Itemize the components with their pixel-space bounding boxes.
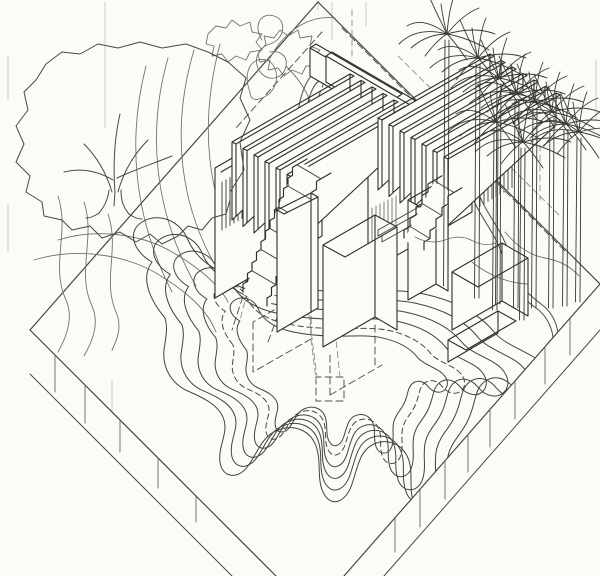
slope-wavy-line [57,195,70,353]
plate-edge-bottomright [343,283,600,576]
palm-tree [530,91,600,303]
terrace-arc [135,65,173,293]
shrub-scribble [205,19,263,63]
palm-tree [474,101,572,321]
hidden-contour-dashed [231,59,333,331]
low-block [447,310,517,363]
hidden-tower-dashed [329,324,383,396]
tree-branches [63,113,173,194]
plate-thickness-line [29,373,233,576]
plate-edge-ticks [394,318,571,553]
terrace-arc [180,49,225,281]
sketch-loop [255,14,287,79]
plate-thickness-line [383,329,600,576]
sketch-loop [246,58,277,100]
plate-edge-topleft [29,1,319,331]
plate-mask [0,330,276,576]
palm-tree [503,71,600,309]
guide-line [317,0,367,41]
ground-curve [57,233,229,303]
palm-tree [398,0,496,287]
stair-zigzag [403,175,443,239]
stair-zigzag [242,158,308,293]
plate-edge-bottomleft [29,329,277,576]
tower-slab [322,214,398,348]
slope-wavy-line [83,201,96,357]
palm-tree [450,37,548,305]
cube-block [451,242,529,331]
stair-zigzag [423,187,463,251]
tower-slab [276,192,319,333]
plate-edge-ticks [54,354,197,523]
stair-body [404,182,454,252]
rock-line [471,231,580,285]
terrace-arc [156,57,197,287]
slope-wavy-line [107,213,120,351]
tree-trunk [85,189,143,220]
palm-tree [447,81,545,311]
rock-line [414,236,496,246]
contour-ring [229,297,448,454]
tree-canopy [15,41,251,245]
hidden-footprint-dashed [315,376,345,402]
dashed-guide-vertical [351,9,541,201]
ground-curve [33,253,217,333]
contour-ring [213,284,466,465]
